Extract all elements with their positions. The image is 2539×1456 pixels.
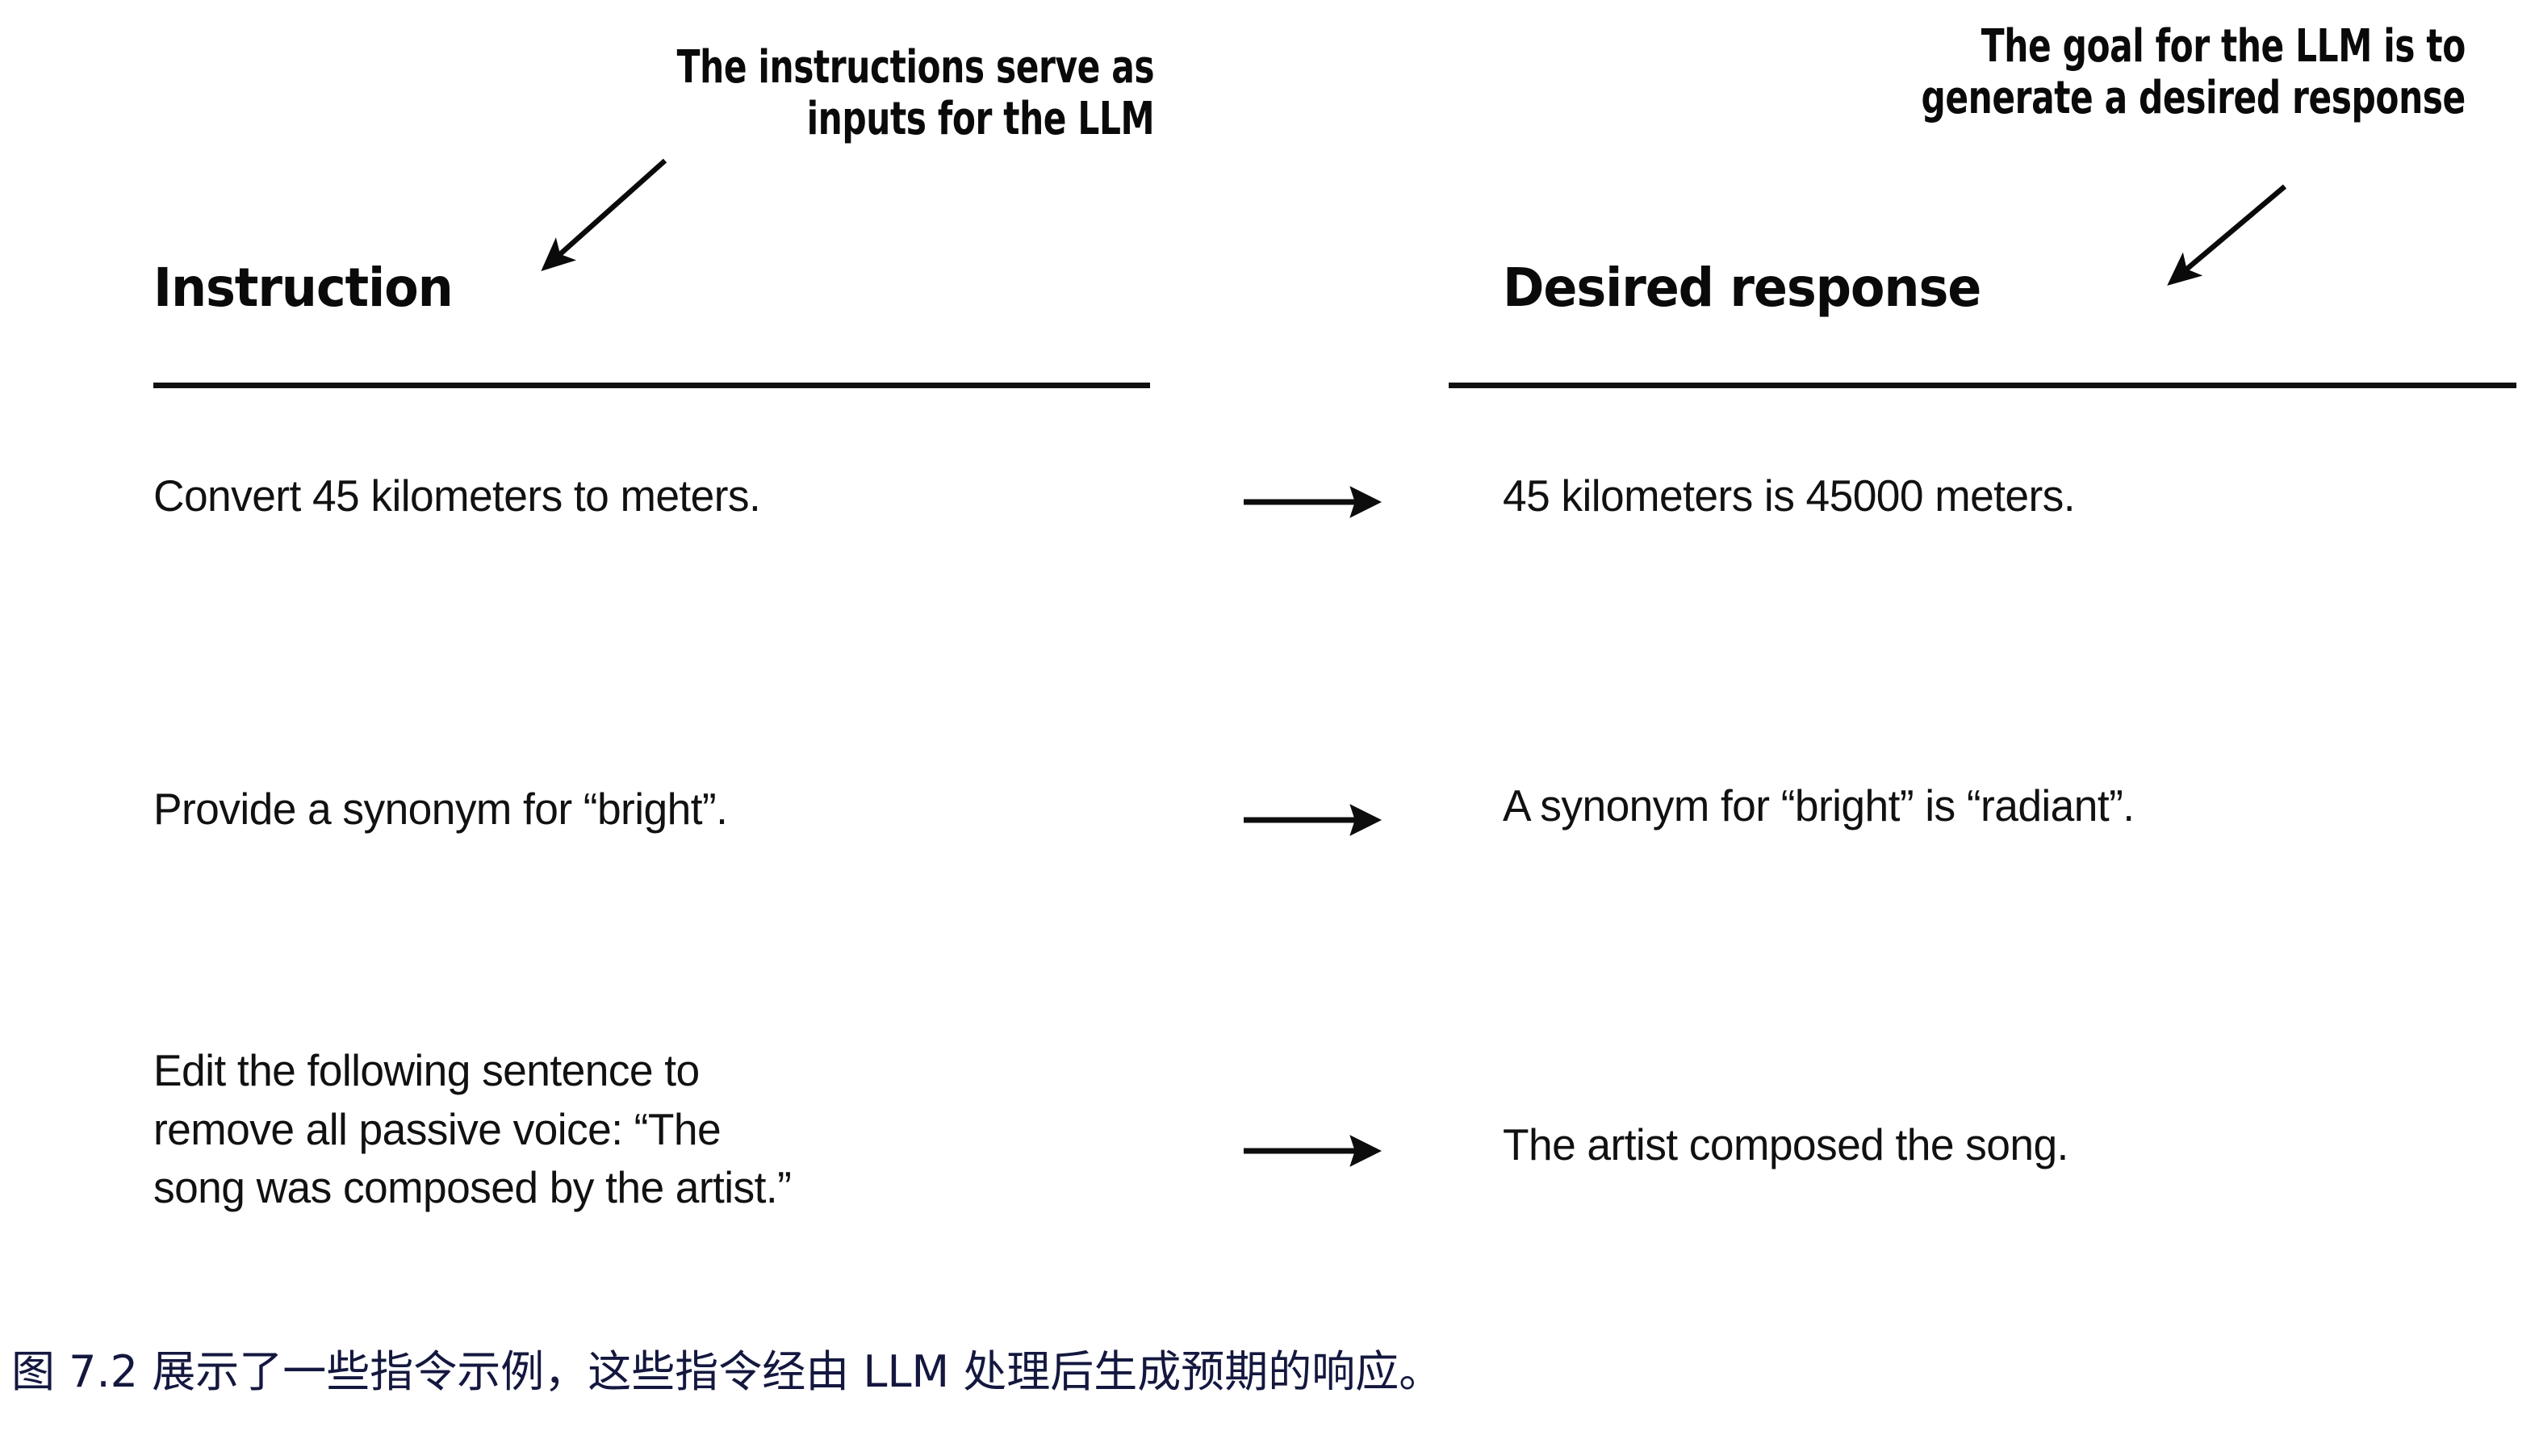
cell-line: A synonym for “bright” is “radiant”. (1503, 780, 2135, 831)
cell-line: The artist composed the song. (1503, 1119, 2068, 1169)
annotation-line-2: generate a desired response (1921, 72, 2466, 125)
annotation-goal-response: The goal for the LLM is to generate a de… (1921, 20, 2466, 125)
table-row-response-cell: A synonym for “bright” is “radiant”. (1503, 776, 2135, 835)
table-row-instruction-cell: Edit the following sentence to remove al… (153, 1041, 792, 1217)
cell-line: 45 kilometers is 45000 meters. (1503, 471, 2076, 521)
cell-line: remove all passive voice: “The (153, 1103, 722, 1154)
table-row-response-cell: 45 kilometers is 45000 meters. (1503, 467, 2076, 525)
column-rule-instruction (153, 383, 1150, 388)
table-row-instruction-cell: Convert 45 kilometers to meters. (153, 467, 761, 525)
annotation-line-1: The instructions serve as (676, 41, 1155, 94)
cell-line: Convert 45 kilometers to meters. (153, 471, 761, 521)
callout-arrow-down-left-icon (541, 158, 667, 272)
right-arrow-icon (1244, 1135, 1382, 1167)
right-arrow-icon (1244, 804, 1382, 836)
right-arrow-icon (1244, 486, 1382, 518)
figure-caption: 图 7.2 展示了一些指令示例，这些指令经由 LLM 处理后生成预期的响应。 (11, 1346, 1443, 1397)
annotation-instructions-input: The instructions serve as inputs for the… (676, 41, 1155, 146)
cell-line: song was composed by the artist.” (153, 1162, 792, 1213)
column-header-instruction: Instruction (153, 257, 454, 319)
annotation-line-2: inputs for the LLM (806, 93, 1155, 146)
callout-arrow-down-left-icon (2167, 184, 2287, 286)
column-rule-desired-response (1449, 383, 2516, 388)
annotation-line-1: The goal for the LLM is to (1981, 20, 2466, 73)
cell-line: Edit the following sentence to (153, 1045, 700, 1095)
table-row-response-cell: The artist composed the song. (1503, 1115, 2068, 1174)
cell-line: Provide a synonym for “bright”. (153, 784, 728, 834)
column-header-desired-response: Desired response (1503, 257, 1981, 319)
table-row-instruction-cell: Provide a synonym for “bright”. (153, 780, 728, 839)
